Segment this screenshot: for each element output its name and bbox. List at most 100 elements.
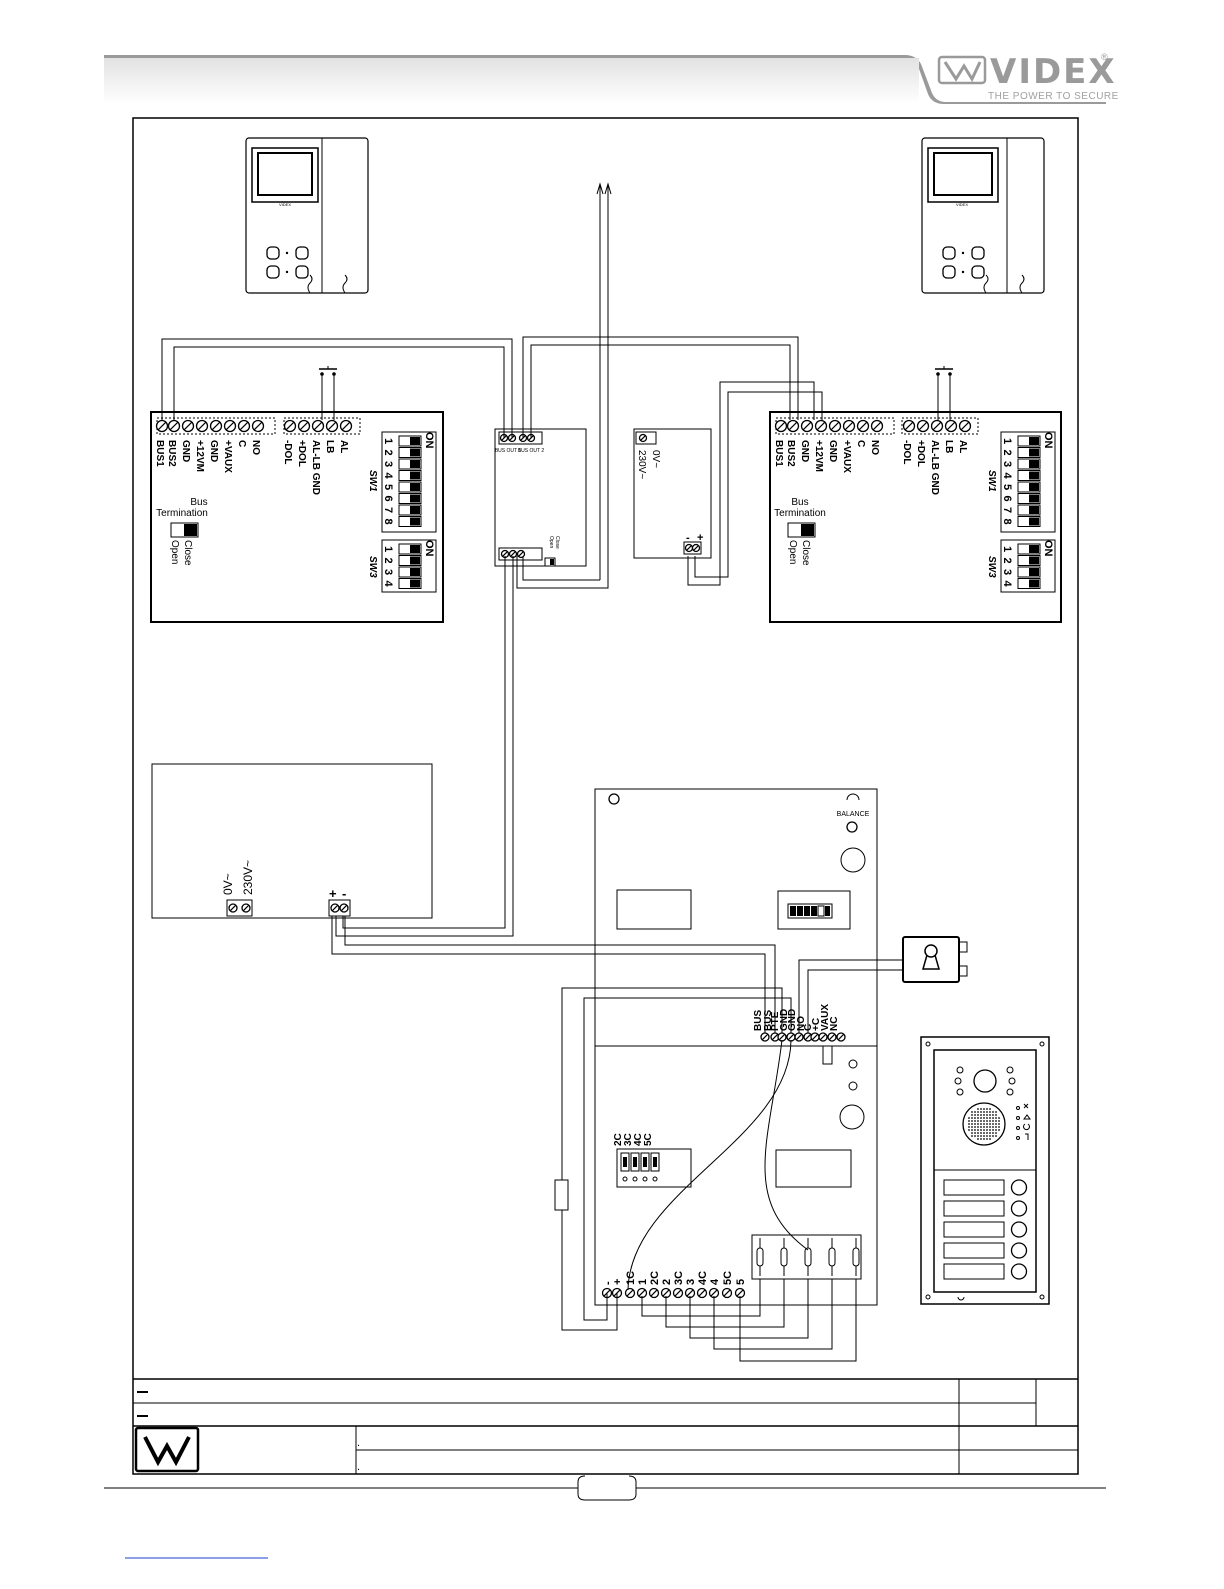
dip-number: 1 (1001, 546, 1013, 552)
grille-hole (983, 1117, 985, 1119)
dip-lever (410, 460, 420, 468)
grille-hole (977, 1138, 979, 1140)
grille-hole (989, 1132, 991, 1134)
dip-number: 4 (382, 581, 394, 588)
grille-hole (986, 1117, 988, 1119)
grille-hole (989, 1126, 991, 1128)
grille-hole (983, 1132, 985, 1134)
mains-label: 230V~ (241, 860, 255, 895)
camera-icon (954, 1066, 1016, 1096)
zero-v-label: 0V~ (221, 873, 235, 895)
grille-hole (998, 1129, 1000, 1131)
grille-hole (974, 1117, 976, 1119)
grille-hole (971, 1123, 973, 1125)
terminal-label: 2C (649, 1271, 661, 1285)
grille-hole (989, 1111, 991, 1113)
screw-terminal (624, 1287, 636, 1299)
screw-terminal (786, 1032, 796, 1042)
dip-lever (410, 494, 420, 503)
dip-lever (1029, 460, 1039, 468)
terminal-label: +VAUX (222, 440, 233, 473)
dip-lever (1029, 517, 1039, 526)
call-button (1010, 1263, 1028, 1280)
terminal-label: 5 (735, 1279, 747, 1285)
terminal-label: 5C (722, 1271, 734, 1285)
brand-tagline: THE POWER TO SECURE (988, 91, 1119, 102)
screw-terminal (672, 1287, 684, 1299)
open-label: Open (169, 540, 180, 564)
electric-lock (902, 936, 968, 983)
grille-hole (980, 1132, 982, 1134)
terminal-label: LB (324, 440, 335, 453)
terminal-label: BUS2 (166, 440, 177, 467)
termination-label: Termination (156, 508, 208, 519)
dip-lever (410, 471, 420, 480)
grille-hole (980, 1135, 982, 1137)
terminal-label: 3C (673, 1271, 685, 1285)
jumper-cap (643, 1157, 647, 1167)
dip-lever (1029, 448, 1039, 457)
dip-number: 8 (382, 519, 394, 525)
grille-hole (983, 1120, 985, 1122)
terminal-label: GND (208, 440, 219, 462)
termination-label: Termination (774, 508, 826, 519)
dip-lever (1029, 556, 1039, 565)
terminal-label: BUS (753, 1010, 764, 1031)
bus-splitter-module: BUS OUT 1 BUS OUT 2 Close Open (228, 428, 701, 913)
dip-number: 2 (1001, 558, 1013, 564)
jumper-cap (633, 1157, 637, 1167)
terminal-label: BUS1 (773, 440, 784, 467)
screw-terminal (325, 419, 339, 433)
screw-terminal (660, 1287, 672, 1299)
dip-lever (1029, 437, 1039, 445)
terminal-label: + (612, 1279, 624, 1285)
grille-hole (974, 1129, 976, 1131)
dip-lever (410, 579, 420, 588)
screw-terminal (237, 419, 251, 433)
terminal-label: 4 (709, 1278, 721, 1285)
screw-terminal (696, 1287, 708, 1299)
name-card (943, 1242, 1005, 1259)
sw1-label: SW1 (986, 470, 997, 492)
screw-terminal (818, 1032, 828, 1042)
page-header (104, 55, 1106, 104)
screw-terminal (786, 419, 800, 433)
grille-hole (974, 1126, 976, 1128)
terminal-label: VAUX (820, 1004, 831, 1031)
grille-hole (986, 1120, 988, 1122)
grille-hole (977, 1111, 979, 1113)
grille-hole (980, 1138, 982, 1140)
plus-label: + (329, 886, 337, 901)
terminal-label: AL-LB GND (310, 440, 321, 495)
screw-terminal (636, 1287, 648, 1299)
screw-terminal (297, 419, 311, 433)
screw-terminal (958, 419, 972, 433)
wiring (161, 182, 903, 1362)
grille-hole (986, 1108, 988, 1110)
grille-hole (983, 1123, 985, 1125)
plus-label: + (697, 532, 703, 544)
terminal-label: - (602, 1281, 614, 1285)
screw-terminal (330, 903, 340, 913)
grille-hole (980, 1126, 982, 1128)
open-label: Open (548, 536, 554, 548)
grille-hole (998, 1120, 1000, 1122)
jumper-label: 4C (633, 1133, 644, 1146)
screw-terminal (800, 419, 814, 433)
grille-hole (971, 1126, 973, 1128)
close-label: Close (800, 540, 811, 566)
grille-hole (968, 1129, 970, 1131)
dip-number: 6 (1001, 496, 1013, 502)
grille-hole (998, 1123, 1000, 1125)
dip-number: 3 (1001, 461, 1013, 467)
diode (828, 1247, 836, 1267)
grille-hole (998, 1126, 1000, 1128)
bus-label: Bus (791, 497, 808, 508)
grille-hole (992, 1126, 994, 1128)
grille-hole (968, 1117, 970, 1119)
terminal-label: +VAUX (841, 440, 852, 473)
power-supply-small: 0V~ 230V~ + - (633, 428, 712, 559)
dip-lever (1029, 568, 1039, 576)
dip-lever (1029, 471, 1039, 480)
terminal-label: AL-LB GND (929, 440, 940, 495)
